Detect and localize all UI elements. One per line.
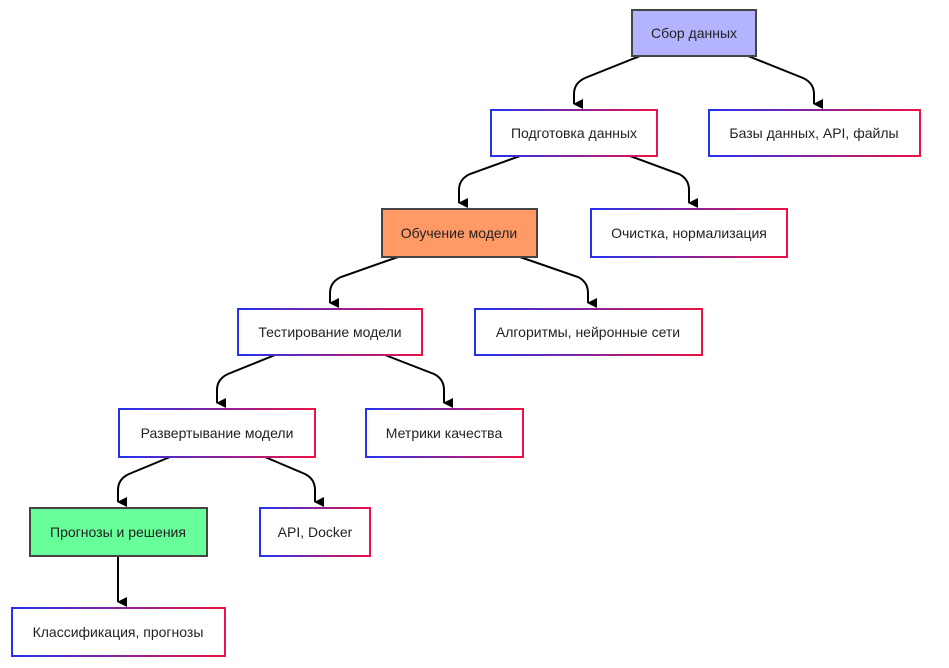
node-label: Тестирование модели: [258, 324, 401, 340]
edge-podgotovka-to-obuchenie: [458, 155, 521, 208]
node-testirovanie-modeli[interactable]: Тестирование модели: [237, 308, 423, 356]
edge-razvertyvanie-to-api_docker: [264, 456, 324, 507]
node-label: Базы данных, API, файлы: [729, 125, 898, 141]
node-box: [118, 408, 316, 458]
edges-layer: [117, 55, 823, 607]
node-box: [237, 308, 423, 356]
node-obuchenie-modeli[interactable]: Обучение модели: [381, 208, 538, 258]
node-box: [631, 9, 757, 57]
node-podgotovka-dannyh[interactable]: Подготовка данных: [490, 109, 658, 157]
node-label: Очистка, нормализация: [611, 225, 767, 241]
edge-podgotovka-to-ochistka: [629, 155, 698, 208]
edge-testirovanie-to-razvertyvanie: [216, 354, 276, 408]
edge-razvertyvanie-to-prognozy: [117, 456, 171, 507]
node-label: Алгоритмы, нейронные сети: [496, 324, 680, 340]
node-label: Прогнозы и решения: [50, 524, 186, 540]
node-box: [474, 308, 703, 356]
edge-obuchenie-to-algoritmy: [519, 256, 597, 308]
node-label: Метрики качества: [386, 425, 503, 441]
node-box: [590, 208, 788, 258]
node-api-docker[interactable]: API, Docker: [259, 507, 371, 557]
node-box: [490, 109, 658, 157]
node-prognozy-i-resheniya[interactable]: Прогнозы и решения: [29, 507, 208, 557]
node-label: Развертывание модели: [141, 425, 294, 441]
node-box: [29, 507, 208, 557]
node-box: [259, 507, 371, 557]
node-algoritmy[interactable]: Алгоритмы, нейронные сети: [474, 308, 703, 356]
node-box: [11, 607, 226, 657]
node-metriki-kachestva[interactable]: Метрики качества: [365, 408, 524, 458]
node-label: Сбор данных: [651, 25, 737, 41]
node-label: Обучение модели: [401, 225, 518, 241]
edge-sbor-to-bazy: [747, 55, 823, 109]
node-klassifikaciya[interactable]: Классификация, прогнозы: [11, 607, 226, 657]
edge-testirovanie-to-metriki: [384, 354, 453, 408]
node-sbor-dannyh[interactable]: Сбор данных: [631, 9, 757, 57]
node-label: Подготовка данных: [511, 125, 637, 141]
edge-obuchenie-to-testirovanie: [329, 256, 399, 308]
node-razvertyvanie-modeli[interactable]: Развертывание модели: [118, 408, 316, 458]
node-box: [365, 408, 524, 458]
node-label: Классификация, прогнозы: [33, 624, 204, 640]
node-label: API, Docker: [278, 524, 353, 540]
node-box: [708, 109, 921, 157]
node-ochistka[interactable]: Очистка, нормализация: [590, 208, 788, 258]
node-box: [381, 208, 538, 258]
edge-sbor-to-podgotovka: [573, 55, 641, 109]
node-bazy-dannyh[interactable]: Базы данных, API, файлы: [708, 109, 921, 157]
